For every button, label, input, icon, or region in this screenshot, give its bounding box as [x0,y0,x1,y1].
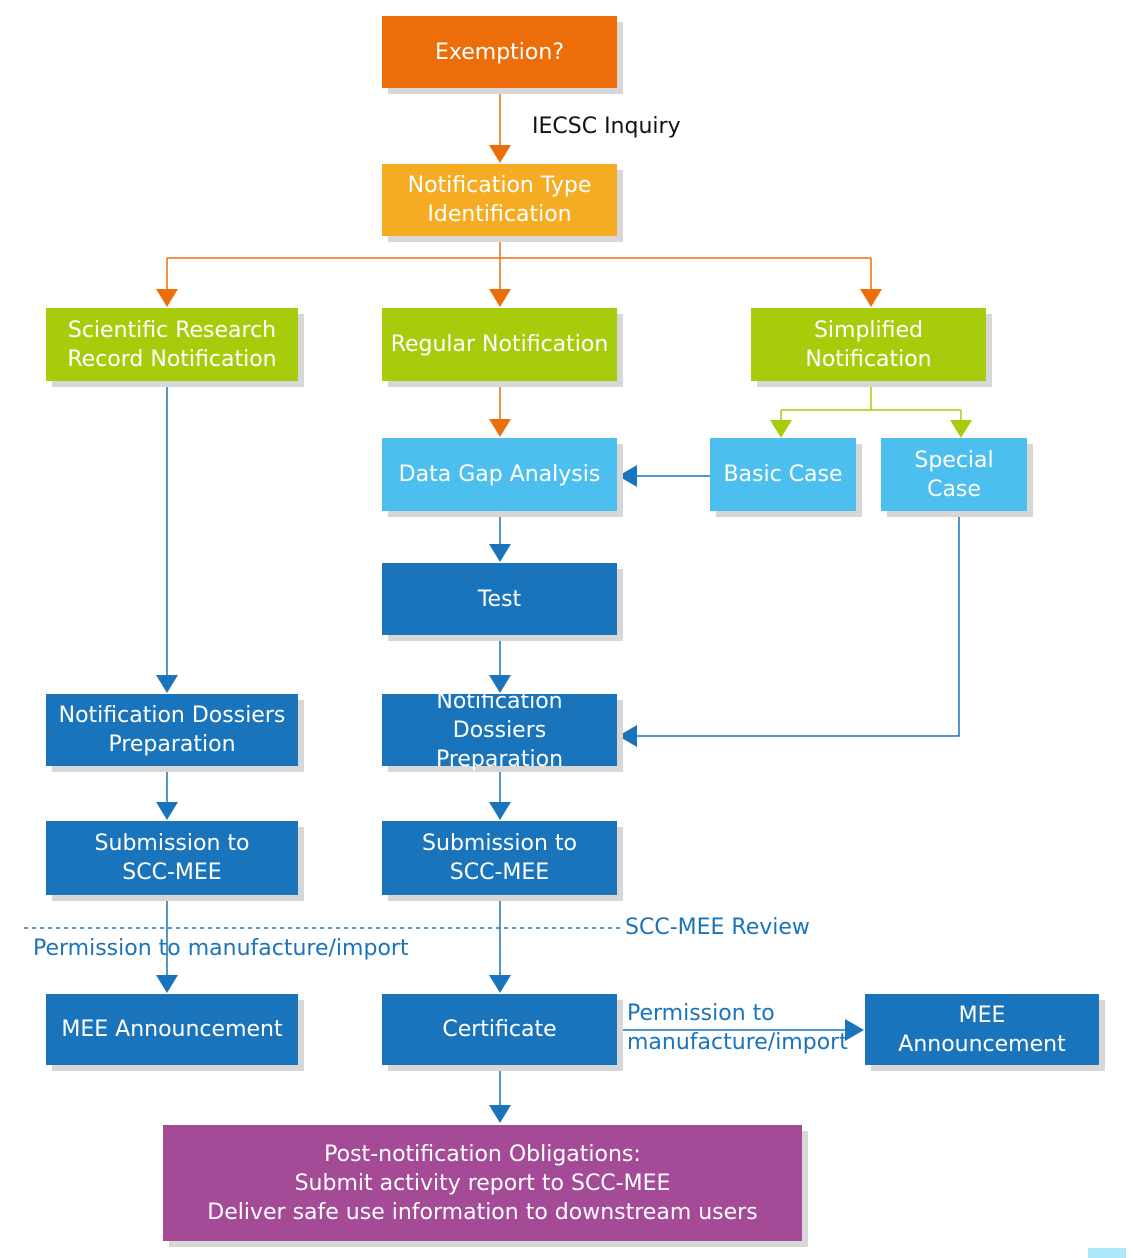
test-node: Test [382,563,617,635]
iecsc-inquiry-label: IECSC Inquiry [532,114,681,139]
corner-decoration [1088,1248,1126,1258]
permission-left-label: Permission to manufacture/import [33,936,409,961]
arrow-certificate-post [489,1105,511,1123]
regular-notification-text: Regular Notification [390,332,609,357]
simplified-notification-text: Simplified Notification [805,317,932,372]
permission-right-label: Permission to manufacture/import [627,1001,848,1055]
arrow-basic-datagap [618,465,637,487]
special-case-node: Special Case [881,438,1027,511]
dossiers-center-node: Notification Dossiers Preparation [382,689,617,772]
announcement-right-node: MEE Announcement [865,994,1099,1065]
connector-special-dossiers [636,511,960,737]
basic-case-text: Basic Case [723,462,843,487]
arrow-submission-certificate [489,975,511,993]
arrow-simplified-special [950,420,972,438]
submission-left-node: Submission to SCC-MEE [46,821,298,895]
scientific-research-text: Scientific Research Record Notification [67,317,277,372]
arrow-type-simplified [860,289,882,307]
test-text: Test [477,586,522,612]
post-notification-text: Post-notification Obligations: Submit ac… [207,1141,758,1225]
data-gap-analysis-text: Data Gap Analysis [398,462,601,487]
dossiers-left-text: Notification Dossiers Preparation [58,703,286,757]
announcement-right-text: MEE Announcement [898,1002,1066,1057]
scientific-research-node: Scientific Research Record Notification [46,308,298,381]
special-case-text: Special Case [914,447,994,502]
certificate-text: Certificate [442,1017,557,1042]
submission-left-text: Submission to SCC-MEE [94,831,250,885]
submission-center-node: Submission to SCC-MEE [382,821,617,895]
arrow-exemption-type [489,145,511,163]
arrow-type-scientific [156,289,178,307]
post-notification-node: Post-notification Obligations: Submit ac… [163,1125,802,1241]
exemption-node: Exemption? [382,16,617,88]
announcement-left-node: MEE Announcement [46,994,298,1065]
basic-case-node: Basic Case [710,438,856,511]
type-identification-text: Notification Type Identification [407,173,592,227]
data-gap-analysis-node: Data Gap Analysis [382,438,617,511]
scc-review-label: SCC-MEE Review [625,915,810,940]
arrow-simplified-basic [770,420,792,438]
certificate-node: Certificate [382,994,617,1065]
type-identification-node: Notification Type Identification [382,164,617,236]
arrow-submission-announcement [156,975,178,993]
arrow-dossiers-submission-left [156,802,178,820]
announcement-left-text: MEE Announcement [61,1017,283,1042]
arrow-special-dossiers [618,725,637,747]
dossiers-left-node: Notification Dossiers Preparation [46,694,298,766]
arrow-certificate-announcement [845,1019,864,1041]
arrow-regular-datagap [489,419,511,437]
arrow-scientific-dossiers [156,675,178,693]
arrow-type-regular [489,289,511,307]
submission-center-text: Submission to SCC-MEE [422,831,577,885]
simplified-notification-node: Simplified Notification [751,308,986,381]
regular-notification-node: Regular Notification [382,308,617,381]
arrow-test-dossiers [489,675,511,693]
dossiers-center-text: Notification Dossiers Preparation [435,688,564,772]
arrow-datagap-test [489,544,511,562]
exemption-text: Exemption? [435,39,564,65]
arrow-dossiers-submission-center [489,802,511,820]
